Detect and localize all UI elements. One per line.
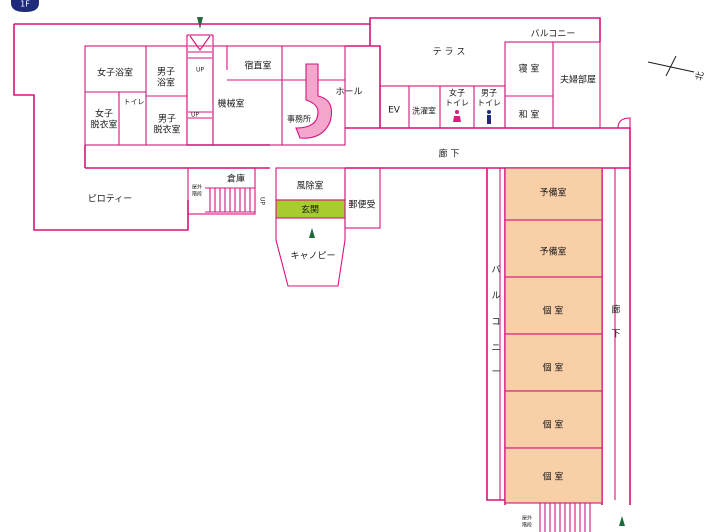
laundry-label: 洗濯室: [412, 106, 436, 116]
womens-toilet-icon: [453, 110, 461, 122]
machine-room-label: 機械室: [217, 98, 244, 110]
womens-bath-label: 女子浴室: [97, 67, 133, 79]
north-arrow-icon: [647, 55, 695, 77]
storage-area: [187, 167, 256, 215]
corridor-v-label-1: 廊: [611, 304, 620, 316]
ev-label: EV: [388, 106, 401, 116]
balcony-v-label-3: コ: [491, 318, 500, 328]
up-label-1: UP: [196, 67, 204, 74]
japanese-room-label: 和 室: [519, 109, 540, 121]
womens-toilet-label-2: トイレ: [445, 99, 469, 108]
balcony-v-label-5: ー: [491, 368, 500, 378]
outdoor-stair-left: [205, 187, 255, 213]
canopy-label: キャノピー: [290, 251, 335, 262]
hall-label: ホール: [335, 87, 362, 98]
spare-room-label-2: 予備室: [539, 246, 566, 258]
private-room-label-4: 個 室: [543, 471, 564, 483]
spiral-stair: [295, 63, 333, 139]
mens-toilet-icon: [487, 110, 491, 124]
womens-dressing-label-1: 女子: [95, 108, 113, 120]
up-label-2: UP: [191, 112, 199, 119]
north-label: 北: [694, 70, 707, 82]
mens-bath-label-1: 男子: [157, 67, 175, 78]
couple-room-label: 夫婦部屋: [560, 74, 596, 86]
balcony-v-label-2: ル: [491, 292, 500, 302]
private-room-label-3: 個 室: [543, 419, 564, 431]
svg-text:1F: 1F: [20, 0, 30, 9]
floor-badge: 1F: [11, 0, 39, 12]
mail-label: 郵便受: [348, 199, 375, 211]
exit-arrow-icon: [619, 516, 625, 526]
balcony-top-label: バルコニー: [531, 29, 576, 40]
entry-arrow-icon: [197, 17, 203, 29]
spare-room-label-1: 予備室: [539, 187, 566, 199]
mens-toilet-label-1: 男子: [481, 89, 497, 98]
outdoor-stair-bottom: [539, 503, 591, 532]
mens-dressing-label-2: 脱衣室: [153, 124, 180, 136]
small-toilet-label: トイレ: [124, 98, 145, 106]
mens-dressing-label-1: 男子: [158, 114, 176, 125]
entrance-label: 玄関: [301, 204, 319, 216]
private-room-label-1: 個 室: [543, 305, 564, 317]
corridor-label: 廊 下: [439, 148, 460, 160]
balcony-v-label-1: バ: [491, 265, 500, 276]
outdoor-stair-label-4: 階段: [522, 522, 532, 529]
womens-dressing-label-2: 脱衣室: [90, 119, 117, 131]
outer-wall-main: [13, 17, 601, 231]
wind-room-label: 風除室: [296, 180, 323, 192]
terrace-label: テ ラ ス: [433, 47, 466, 58]
corridor-v-label-2: 下: [611, 330, 620, 340]
womens-toilet-label-1: 女子: [449, 88, 465, 98]
machine-room: [212, 45, 346, 146]
office-label: 事務所: [287, 114, 311, 124]
piloti-label: ピロティー: [88, 194, 132, 205]
outdoor-stair-label-1: 屋外: [192, 184, 202, 191]
mens-toilet-label-2: トイレ: [477, 99, 501, 108]
outdoor-stair-label-2: 階段: [192, 191, 202, 198]
mail-room: [344, 167, 381, 229]
balcony-v-label-4: ニ: [491, 344, 500, 354]
night-duty-label: 宿直室: [244, 60, 271, 72]
storage-label: 倉庫: [227, 173, 245, 185]
canopy-outline: [275, 218, 346, 287]
outdoor-stair-label-3: 屋外: [522, 515, 532, 522]
bedroom-label: 寝 室: [519, 63, 540, 75]
private-room-label-2: 個 室: [543, 362, 564, 374]
peach-rooms: [504, 167, 603, 504]
entrance-arrow-icon: [309, 228, 315, 238]
up-label-3: UP: [259, 197, 266, 205]
mens-bath-label-2: 浴室: [157, 77, 175, 89]
